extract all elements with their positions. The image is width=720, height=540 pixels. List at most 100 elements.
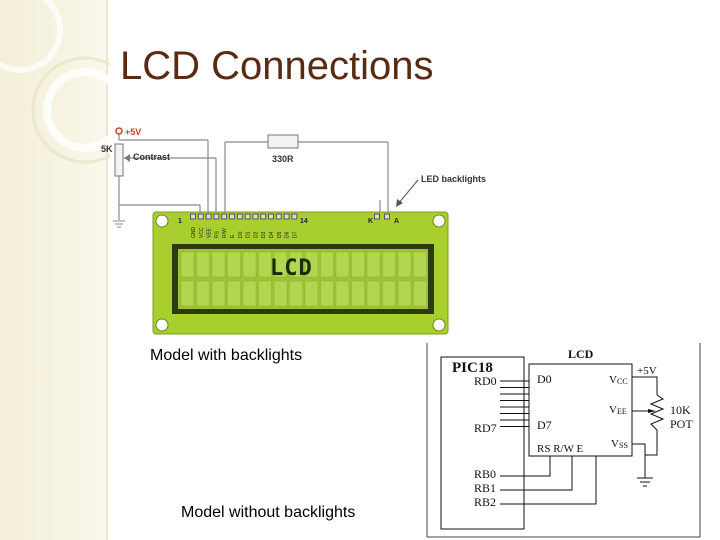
d0-label: D0 [537, 372, 552, 386]
pot-value-label: 10K [670, 403, 691, 417]
mcu-block [440, 356, 525, 530]
pin-name: D7 [292, 231, 298, 238]
ground-symbol [113, 220, 125, 228]
pin-pad [283, 213, 290, 220]
pin-pad [291, 213, 298, 220]
pin-name: D2 [253, 231, 259, 238]
pin-name: R/W [222, 228, 228, 238]
character-cell [366, 280, 381, 307]
control-pins-label: RS R/W E [537, 443, 584, 455]
pot-type-label: POT [670, 417, 693, 431]
pin-first: 1 [178, 218, 182, 225]
pin-name: VCC [199, 227, 205, 238]
character-cell [242, 251, 257, 278]
caption-with-backlights: Model with backlights [150, 347, 303, 364]
schematic-supply-label: +5V [637, 365, 657, 377]
pin-pad [268, 213, 274, 220]
pin-a: A [394, 218, 399, 225]
contrast-pot [114, 143, 124, 177]
character-cell [413, 280, 427, 307]
character-cell [180, 280, 195, 307]
resistor-label: 330R [272, 154, 294, 164]
rd0-label: RD0 [474, 374, 497, 388]
slide-title: LCD Connections [120, 44, 434, 88]
vcc-label: V [609, 374, 617, 386]
character-cell [258, 280, 272, 307]
pot-label: 5K [101, 144, 113, 154]
pin-pad [190, 213, 196, 220]
pin-name: D1 [246, 231, 252, 238]
pin-name: D3 [261, 231, 267, 238]
character-cell [335, 251, 350, 278]
supply-terminal [115, 127, 123, 135]
supply-label: +5V [125, 127, 141, 137]
character-cell [397, 251, 412, 278]
pin-pad [275, 213, 282, 220]
character-cell [382, 251, 396, 278]
character-cell [413, 251, 427, 278]
swirl-decoration [0, 0, 110, 164]
character-cell [180, 251, 195, 278]
character-cell [273, 251, 288, 278]
character-cell [258, 251, 272, 278]
pin-name: E [230, 234, 236, 238]
lcd-block [528, 363, 633, 457]
contrast-label: Contrast [133, 152, 170, 162]
backlight-note: LED backlights [421, 174, 486, 184]
character-cell [196, 280, 210, 307]
rd7-label: RD7 [474, 421, 497, 435]
character-cell [320, 280, 334, 307]
rb0-label: RB0 [474, 467, 496, 481]
vcc-subscript: CC [617, 377, 628, 386]
pin-name: RS [214, 230, 220, 238]
character-cell [289, 280, 303, 307]
caption-without-backlights: Model without backlights [181, 504, 356, 521]
rb1-label: RB1 [474, 481, 496, 495]
rb2-label: RB2 [474, 495, 496, 509]
character-cell [382, 280, 396, 307]
pin-name: VEE [207, 227, 213, 238]
character-cell [397, 280, 412, 307]
character-cell [242, 280, 257, 307]
resistor [267, 134, 299, 149]
character-cell [289, 251, 303, 278]
pin-pad [221, 213, 228, 220]
pin-pad [374, 213, 380, 220]
pin-pad [213, 213, 220, 220]
pin-pad [244, 213, 251, 220]
character-cell [304, 280, 319, 307]
d7-label: D7 [537, 418, 552, 432]
schematic-ground-symbol [637, 477, 653, 487]
lcd-display-text: LCD [270, 256, 313, 281]
pin-pad [384, 213, 390, 220]
character-cell [351, 280, 365, 307]
pin-name: D0 [238, 231, 244, 238]
pin-k: K [368, 218, 373, 225]
pin-pad [205, 213, 212, 220]
pin-header [190, 213, 390, 220]
pin-pad [229, 213, 235, 220]
vss-label: V [611, 438, 619, 450]
character-cell [320, 251, 334, 278]
character-cell [304, 251, 319, 278]
pin-name: D5 [277, 231, 283, 238]
pot-symbol [649, 394, 665, 431]
vee-label: V [609, 404, 617, 416]
pin-pad [236, 213, 243, 220]
pin-name: D6 [285, 231, 291, 238]
mcu-label: PIC18 [452, 360, 493, 376]
pin-name: D4 [269, 231, 275, 238]
pin-pad [252, 213, 259, 220]
character-cell [227, 280, 241, 307]
vee-subscript: EE [617, 407, 627, 416]
pin-name: GND [191, 227, 197, 239]
character-cell [211, 251, 226, 278]
pin-last: 14 [300, 218, 308, 225]
character-cell [227, 251, 241, 278]
lcd-label: LCD [568, 347, 594, 361]
character-cell [196, 251, 210, 278]
pin-pad [197, 213, 204, 220]
schematic-diagram: PIC18 RD0 RD7 RB0 RB1 RB2 LCD D0 D7 RS R… [426, 343, 701, 538]
